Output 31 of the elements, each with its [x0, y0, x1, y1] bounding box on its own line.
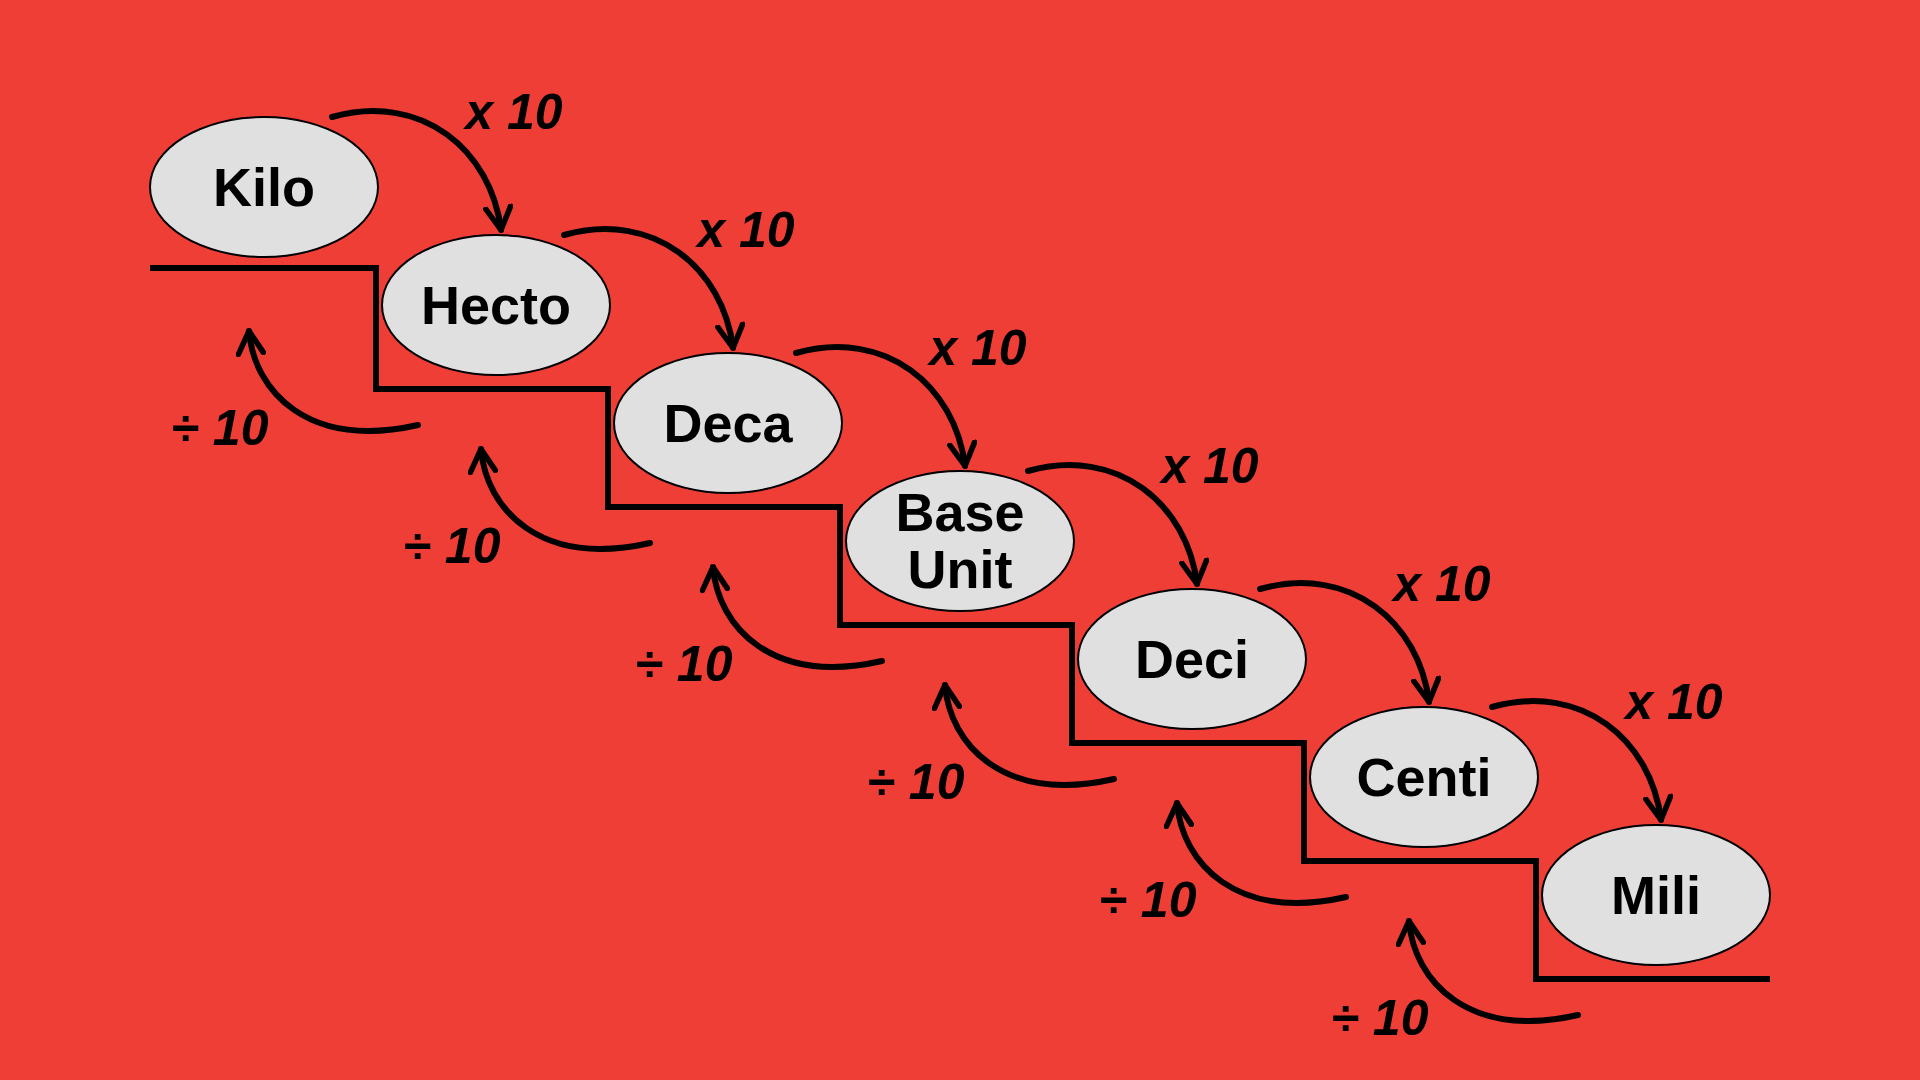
curved-arrow	[469, 446, 653, 552]
curved-arrow	[933, 682, 1117, 788]
curved-arrow	[561, 226, 744, 351]
curved-arrow	[1489, 698, 1672, 823]
edge-label: ÷ 10	[1099, 870, 1197, 930]
edge-label: x 10	[697, 200, 795, 260]
edge-label: ÷ 10	[171, 398, 269, 458]
edge-label: ÷ 10	[867, 752, 965, 812]
curved-arrow	[237, 328, 421, 434]
edge-label: x 10	[929, 318, 1027, 378]
edge-label: x 10	[1161, 436, 1259, 496]
prefix-label: Base Unit	[894, 484, 1026, 598]
edge-label: ÷ 10	[403, 516, 501, 576]
curved-arrow	[1025, 462, 1208, 587]
edge-label: ÷ 10	[1331, 988, 1429, 1048]
edge-label: x 10	[465, 82, 563, 142]
edge-label: x 10	[1393, 554, 1491, 614]
curved-arrow	[329, 108, 512, 233]
prefix-label: Mili	[1610, 866, 1702, 924]
curved-arrow	[1165, 800, 1349, 906]
edge-label: x 10	[1625, 672, 1723, 732]
prefix-label: Hecto	[420, 276, 572, 334]
curved-arrow	[701, 564, 885, 670]
prefix-label: Centi	[1355, 748, 1493, 806]
edge-label: ÷ 10	[635, 634, 733, 694]
prefix-label: Deca	[662, 394, 794, 452]
curved-arrow	[793, 344, 976, 469]
curved-arrow	[1257, 580, 1440, 705]
curved-arrow	[1397, 918, 1581, 1024]
prefix-label: Deci	[1133, 630, 1251, 688]
prefix-label: Kilo	[212, 158, 316, 216]
